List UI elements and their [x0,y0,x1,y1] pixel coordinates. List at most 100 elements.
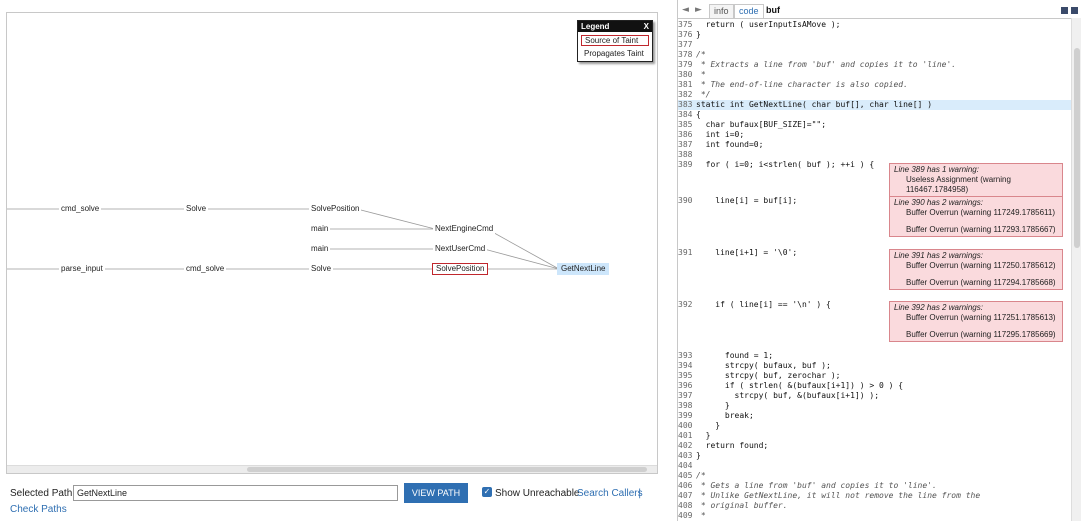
code-line: 392 if ( line[i] == '\n' ) { [678,300,1071,310]
current-file-name: buf [766,5,780,15]
restore-window-icon[interactable] [1061,7,1068,14]
code-line: 395 strcpy( buf, zerochar ); [678,371,1071,381]
selected-path-input[interactable] [73,485,398,501]
line-number: 401 [678,431,693,440]
graph-node-main[interactable]: main [309,224,331,234]
line-number: 389 [678,160,693,169]
code-line: 378/* [678,50,1071,60]
code-line: 388 [678,150,1071,160]
line-number: 408 [678,501,693,510]
code-text: return ( userInputIsAMove ); [696,20,841,29]
warning-title: Line 391 has 2 warnings: [894,251,983,260]
code-text: } [696,401,730,410]
legend-close-icon[interactable]: X [643,22,649,31]
warning-box[interactable]: Line 391 has 2 warnings:Buffer Overrun (… [889,249,1063,290]
graph-node-next-engine-cmd[interactable]: NextEngineCmd [433,224,496,234]
code-text: return found; [696,441,769,450]
line-number: 378 [678,50,693,59]
line-number: 385 [678,120,693,129]
line-number: 390 [678,196,693,205]
line-number: 382 [678,90,693,99]
edge [356,208,436,230]
line-number: 379 [678,60,693,69]
maximize-window-icon[interactable] [1071,7,1078,14]
call-graph-pane[interactable]: cmd_solve Solve SolvePosition main NextE… [6,12,658,474]
code-text: */ [696,90,711,99]
warning-title: Line 390 has 2 warnings: [894,198,983,207]
scrollbar-thumb[interactable] [247,467,647,472]
warning-box[interactable]: Line 389 has 1 warning:Useless Assignmen… [889,163,1063,197]
show-unreachable-checkbox[interactable]: ✓ [482,487,492,497]
code-text: static int GetNextLine( char buf[], char… [696,100,933,109]
line-number: 387 [678,140,693,149]
code-text: int found=0; [696,140,764,149]
edge [486,228,560,270]
graph-node-solve-position[interactable]: SolvePosition [309,204,362,214]
edge [357,209,559,269]
graph-node-cmd-solve[interactable]: cmd_solve [59,204,102,214]
warning-box[interactable]: Line 390 has 2 warnings:Buffer Overrun (… [889,196,1063,237]
warning-item[interactable]: Buffer Overrun (warning 117293.1785667) [906,225,1056,234]
code-line: 398 } [678,401,1071,411]
code-text: * original buffer. [696,501,788,510]
code-text: * The end-of-line character is also copi… [696,80,908,89]
check-paths-link[interactable]: Check Paths [10,504,67,515]
line-number: 380 [678,70,693,79]
show-unreachable-label[interactable]: Show Unreachable [495,488,580,499]
code-line: 403} [678,451,1071,461]
code-line: 406 * Gets a line from 'buf' and copies … [678,481,1071,491]
graph-node-next-user-cmd[interactable]: NextUserCmd [433,244,488,254]
graph-node-solve[interactable]: Solve [184,204,209,214]
forward-arrow-icon[interactable]: ► [695,5,702,15]
warning-item[interactable]: Buffer Overrun (warning 117251.1785613) [906,313,1056,322]
code-text: line[i] = buf[i]; [696,196,798,205]
code-line: 397 strcpy( buf, &(bufaux[i+1]) ); [678,391,1071,401]
code-line: 391 line[i+1] = '\0'; [678,248,1071,258]
line-number: 391 [678,248,693,257]
code-line: 409 * [678,511,1071,521]
warning-item[interactable]: Useless Assignment (warning 116467.17849… [906,175,1011,194]
graph-node-parse-input[interactable]: parse_input [59,264,105,274]
line-number: 383 [678,100,693,109]
code-text: } [696,431,711,440]
code-vertical-scrollbar[interactable] [1071,18,1081,521]
warning-item[interactable]: Buffer Overrun (warning 117294.1785668) [906,278,1056,287]
code-tab-bar: ◄ ► info code buf [678,4,1081,18]
code-line: 387 int found=0; [678,140,1071,150]
code-line: 389 for ( i=0; i<strlen( buf ); ++i ) { [678,160,1071,170]
tab-info[interactable]: info [709,4,734,18]
line-number: 407 [678,491,693,500]
view-path-button[interactable]: VIEW PATH [404,483,468,503]
code-text: /* [696,471,706,480]
tab-code[interactable]: code [734,4,764,18]
code-line: 384{ [678,110,1071,120]
graph-node-cmd-solve[interactable]: cmd_solve [184,264,227,274]
scrollbar-thumb[interactable] [1074,48,1080,248]
warning-item[interactable]: Buffer Overrun (warning 117250.1785612) [906,261,1056,270]
line-number: 388 [678,150,693,159]
code-text: * Extracts a line from 'buf' and copies … [696,60,957,69]
code-text: found = 1; [696,351,774,360]
line-number: 404 [678,461,693,470]
warning-box[interactable]: Line 392 has 2 warnings:Buffer Overrun (… [889,301,1063,342]
back-arrow-icon[interactable]: ◄ [682,5,689,15]
line-number: 392 [678,300,693,309]
code-text: if ( strlen( &(bufaux[i+1]) ) > 0 ) { [696,381,904,390]
graph-node-main[interactable]: main [309,244,331,254]
warning-item[interactable]: Buffer Overrun (warning 117249.1785611) [906,208,1055,217]
graph-node-get-next-line-selected[interactable]: GetNextLine [557,263,610,275]
warning-item[interactable]: Buffer Overrun (warning 117295.1785669) [906,330,1056,339]
graph-node-solve-position-taint-source[interactable]: SolvePosition [432,263,489,275]
code-line: 401 } [678,431,1071,441]
line-number: 406 [678,481,693,490]
legend-propagates-taint: Propagates Taint [584,49,644,58]
line-number: 394 [678,361,693,370]
line-number: 386 [678,130,693,139]
line-number: 393 [678,351,693,360]
line-number: 400 [678,421,693,430]
legend-panel: Legend X Source of Taint Propagates Tain… [577,20,653,62]
graph-node-solve[interactable]: Solve [309,264,334,274]
graph-horizontal-scrollbar[interactable] [7,465,657,473]
search-callers-link[interactable]: Search Callers [577,488,643,499]
code-text: * [696,511,706,520]
